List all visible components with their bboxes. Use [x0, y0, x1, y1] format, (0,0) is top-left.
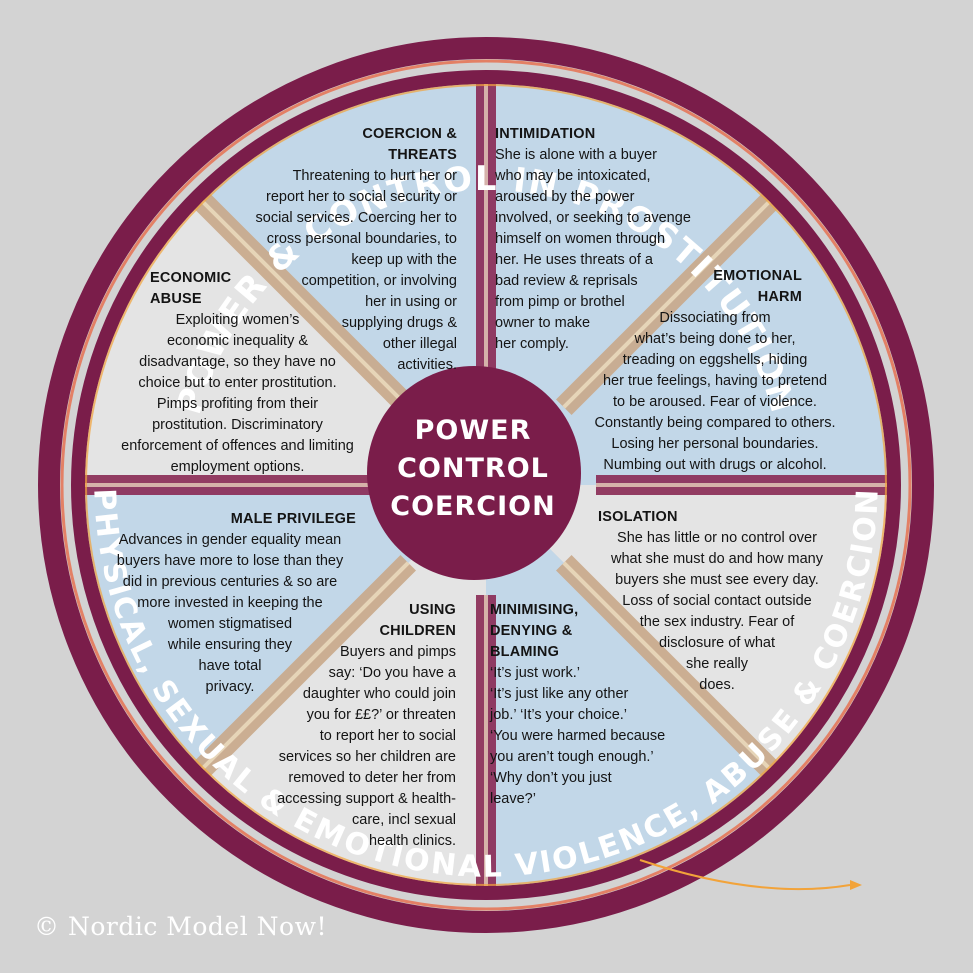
- segment-intimidation-body: She is alone with a buyer who may be int…: [495, 147, 691, 352]
- segment-economic-title: ECONOMIC ABUSE: [150, 270, 232, 307]
- sector-minimising: [486, 485, 771, 887]
- sector-intimidation: [486, 83, 771, 485]
- inner-ring-highlight: [85, 84, 887, 886]
- segment-children-body: Buyers and pimps say: ‘Do you have a dau…: [277, 644, 456, 849]
- wheel-sectors: [84, 83, 888, 887]
- segment-isolation-title: ISOLATION: [598, 509, 678, 525]
- hub-label: POWER CONTROL COERCION: [390, 415, 556, 522]
- segment-emotional-body: Dissociating from what’s being done to h…: [594, 310, 836, 473]
- wheel-spokes: [84, 83, 888, 887]
- inner-ring: [71, 70, 901, 900]
- segment-male-privilege-title: MALE PRIVILEGE: [230, 511, 356, 527]
- spoke-highlight: [200, 561, 410, 771]
- copyright-text: © Nordic Model Now!: [34, 912, 328, 941]
- segment-coercion-title: COERCION & THREATS: [362, 126, 457, 163]
- spoke-highlight: [562, 561, 772, 771]
- segment-children-title: USING CHILDREN: [379, 602, 456, 639]
- spoke-highlight: [562, 199, 772, 409]
- outer-ring-glow: [60, 59, 912, 911]
- segment-male-privilege: MALE PRIVILEGE Advances in gender equali…: [100, 509, 360, 698]
- sector-isolation: [486, 485, 888, 770]
- segment-economic-body: Exploiting women’s economic inequality &…: [121, 312, 354, 475]
- segment-emotional-harm: EMOTIONAL HARM Dissociating from what’s …: [580, 266, 850, 476]
- segment-emotional-title: EMOTIONAL HARM: [713, 268, 802, 305]
- segment-minimising: MINIMISING, DENYING & BLAMING ‘It’s just…: [490, 600, 720, 810]
- glow-arrow: [639, 859, 851, 891]
- segment-male-privilege-body: Advances in gender equality mean buyers …: [116, 532, 344, 695]
- segment-isolation: ISOLATION She has little or no control o…: [592, 507, 842, 696]
- outer-ring: [38, 37, 934, 933]
- hub: [367, 366, 581, 580]
- segment-coercion-threats: COERCION & THREATS Threatening to hurt h…: [220, 124, 457, 376]
- sector-using-children: [201, 485, 486, 887]
- sector-emotional-harm: [486, 200, 888, 485]
- segment-intimidation-title: INTIMIDATION: [495, 126, 596, 142]
- segment-economic-abuse: ECONOMIC ABUSE Exploiting women’s econom…: [100, 268, 375, 478]
- segment-using-children: USING CHILDREN Buyers and pimps say: ‘Do…: [248, 600, 456, 852]
- segment-intimidation: INTIMIDATION She is alone with a buyer w…: [495, 124, 735, 355]
- segment-coercion-body: Threatening to hurt her or report her to…: [255, 168, 457, 373]
- spoke-highlight: [200, 199, 410, 409]
- segment-minimising-body: ‘It’s just work.’ ‘It’s just like any ot…: [490, 665, 666, 807]
- segment-minimising-title: MINIMISING, DENYING & BLAMING: [490, 602, 579, 660]
- segment-isolation-body: She has little or no control over what s…: [611, 530, 823, 693]
- glow-arrow-head: [850, 880, 862, 890]
- sector-male-privilege: [84, 485, 486, 770]
